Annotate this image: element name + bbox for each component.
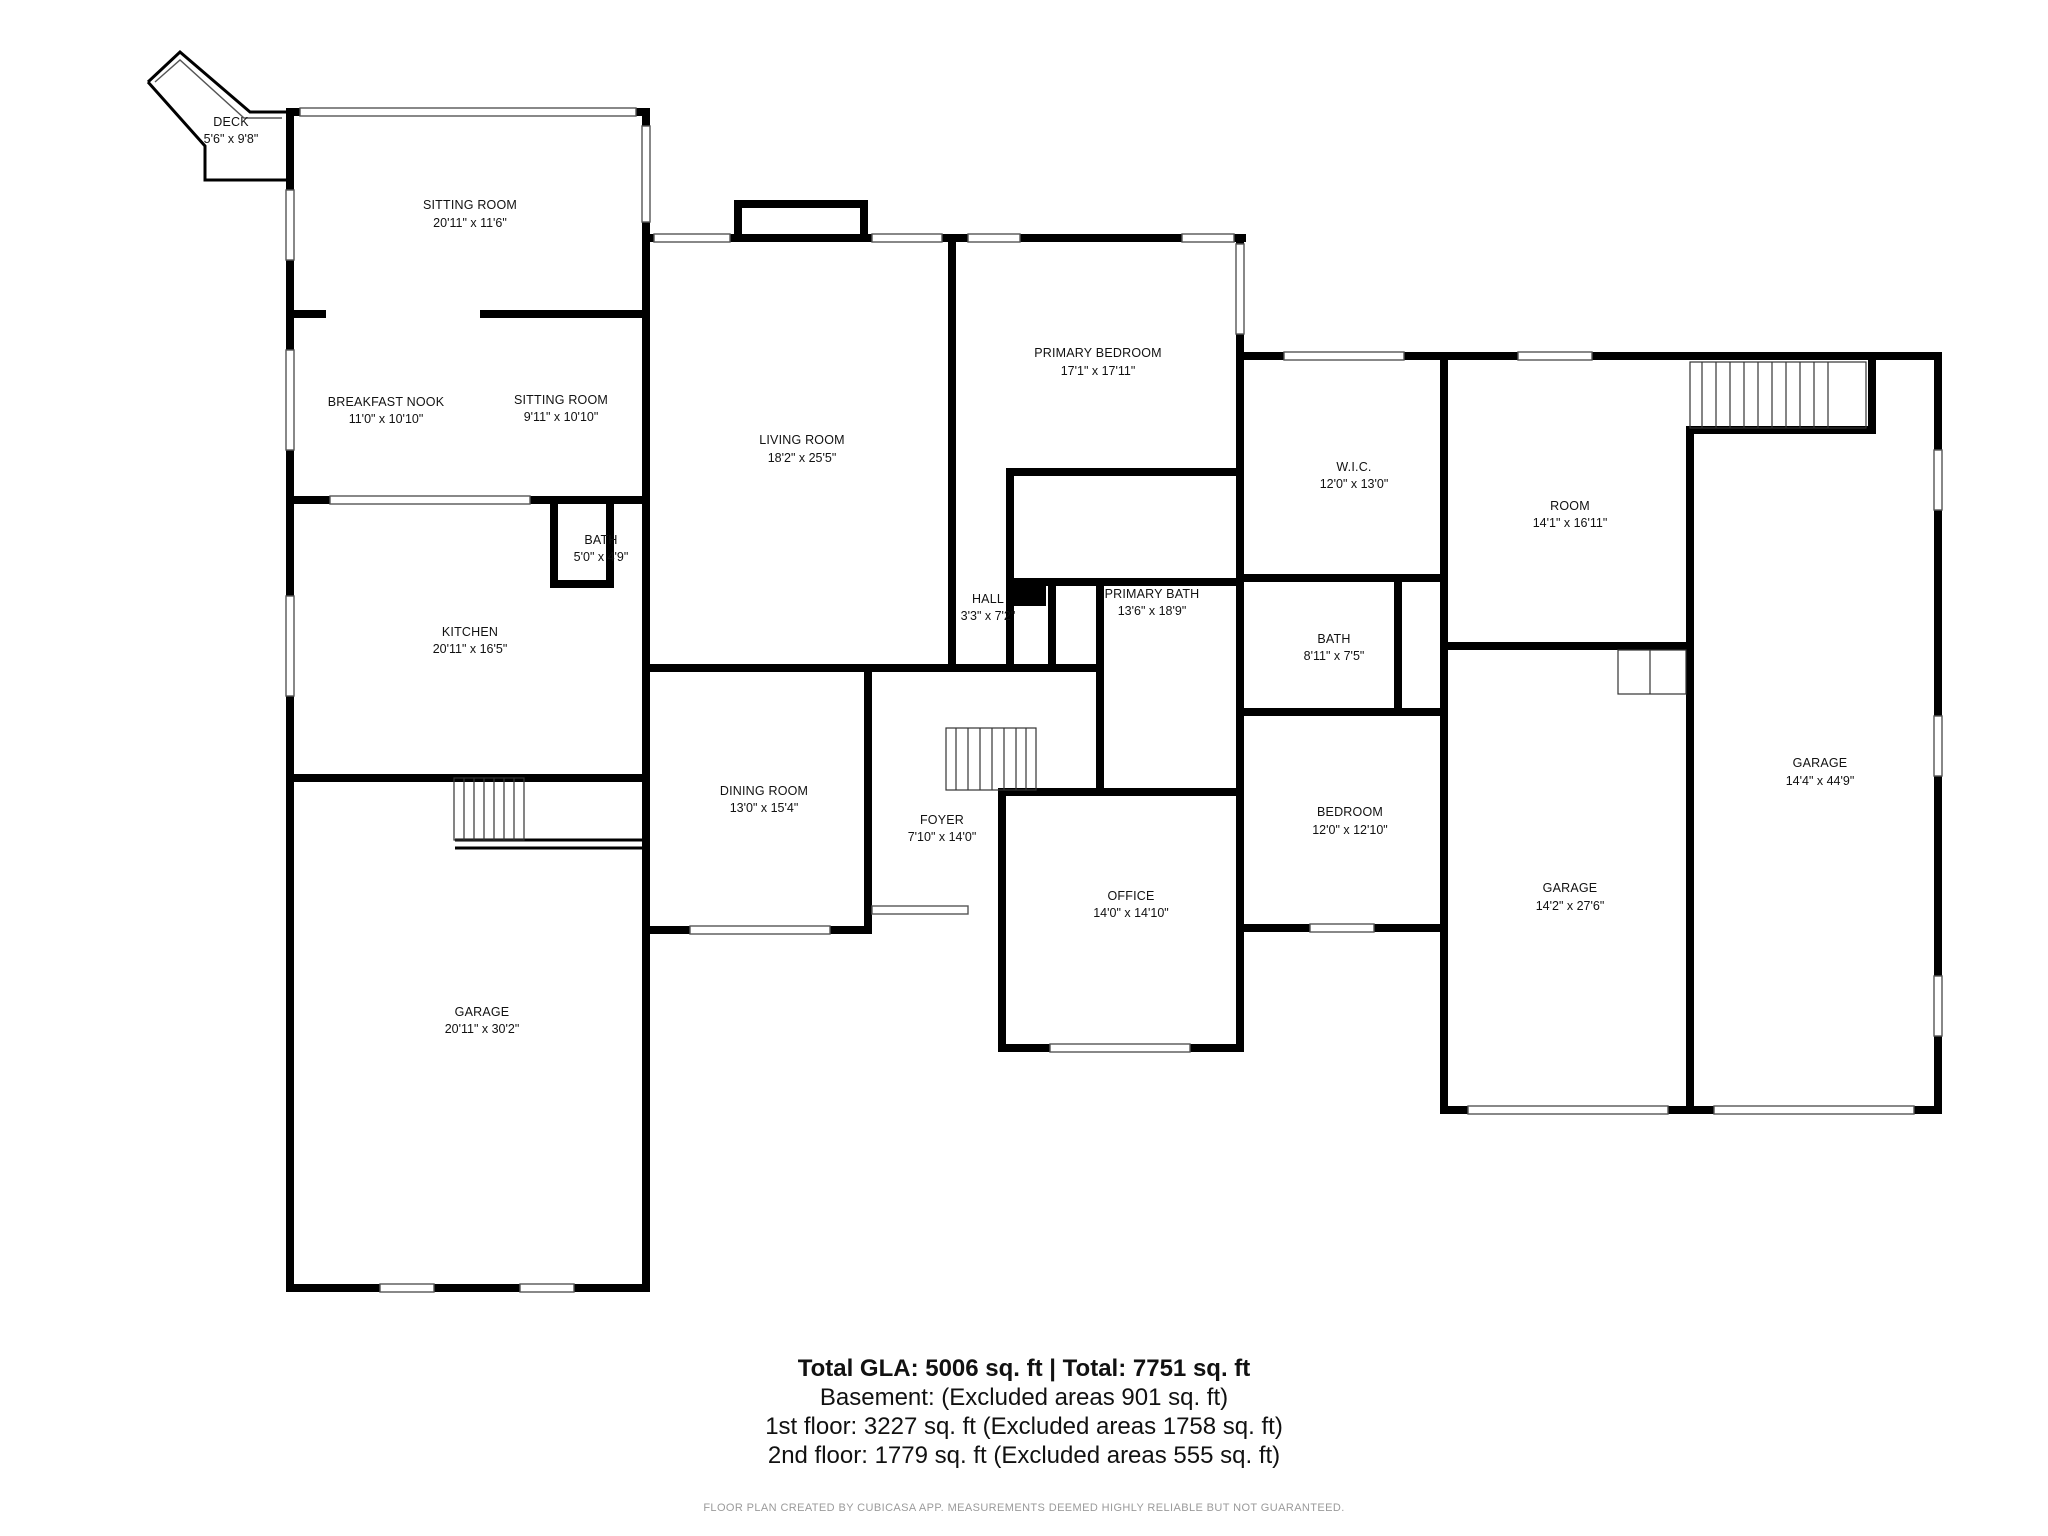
- room-label-dining-room: DINING ROOM 13'0" x 15'4": [720, 784, 808, 815]
- room-name: BATH: [1317, 632, 1350, 646]
- room-dims: 18'2" x 25'5": [768, 451, 837, 465]
- room-dims: 9'11" x 10'10": [524, 410, 599, 424]
- room-label-primary-bath: PRIMARY BATH 13'6" x 18'9": [1105, 587, 1200, 618]
- area-summary: Total GLA: 5006 sq. ft | Total: 7751 sq.…: [0, 1354, 2048, 1470]
- first-floor-area: 1st floor: 3227 sq. ft (Excluded areas 1…: [765, 1413, 1283, 1440]
- center-block-walls: [642, 200, 1246, 1052]
- room-label-garage-1: GARAGE 20'11" x 30'2": [445, 1005, 520, 1036]
- room-dims: 12'0" x 12'10": [1312, 823, 1388, 837]
- room-name: OFFICE: [1107, 889, 1154, 903]
- room-name: PRIMARY BATH: [1105, 587, 1200, 601]
- room-name: GARAGE: [1793, 756, 1848, 770]
- room-label-garage-2: GARAGE 14'2" x 27'6": [1536, 881, 1605, 913]
- room-name: KITCHEN: [442, 625, 498, 639]
- room-dims: 14'0" x 14'10": [1093, 906, 1169, 920]
- room-name: PRIMARY BEDROOM: [1034, 346, 1162, 360]
- room-label-breakfast-nook: BREAKFAST NOOK 11'0" x 10'10": [328, 395, 445, 426]
- west-wing-walls: [286, 108, 650, 784]
- room-dims: 8'11" x 7'5": [1304, 649, 1365, 663]
- room-label-bath-2: BATH 8'11" x 7'5": [1304, 632, 1365, 663]
- room-dims: 17'1" x 17'11": [1061, 364, 1136, 378]
- total-area: Total GLA: 5006 sq. ft | Total: 7751 sq.…: [797, 1355, 1251, 1382]
- room-name: DINING ROOM: [720, 784, 808, 798]
- stairs: [453, 361, 1867, 841]
- room-name: GARAGE: [1543, 881, 1598, 895]
- windows: [285, 107, 1943, 1293]
- room-label-hall: HALL 3'3" x 7'2": [961, 592, 1016, 623]
- room-name: BATH: [584, 533, 617, 547]
- basement-area: Basement: (Excluded areas 901 sq. ft): [819, 1384, 1229, 1411]
- room-dims: 20'11" x 16'5": [433, 642, 508, 656]
- second-floor-area: 2nd floor: 1779 sq. ft (Excluded areas 5…: [767, 1442, 1281, 1469]
- room-name: ROOM: [1550, 499, 1590, 513]
- room-label-office: OFFICE 14'0" x 14'10": [1093, 889, 1169, 920]
- room-dims: 14'4" x 44'9": [1786, 774, 1855, 788]
- room-label-living-room: LIVING ROOM 18'2" x 25'5": [759, 433, 845, 465]
- room-dims: 5'6" x 9'8": [204, 132, 259, 146]
- room-label-kitchen: KITCHEN 20'11" x 16'5": [433, 625, 508, 656]
- room-label-primary-bedroom: PRIMARY BEDROOM 17'1" x 17'11": [1034, 346, 1162, 378]
- room-label-bath-1: BATH 5'0" x 4'9": [574, 533, 629, 564]
- room-dims: 13'0" x 15'4": [730, 801, 799, 815]
- room-label-deck: DECK 5'6" x 9'8": [204, 115, 259, 146]
- room-label-foyer: FOYER 7'10" x 14'0": [908, 813, 977, 844]
- room-name: SITTING ROOM: [514, 393, 608, 407]
- room-label-garage-3: GARAGE 14'4" x 44'9": [1786, 756, 1855, 788]
- room-name: SITTING ROOM: [423, 198, 517, 212]
- room-dims: 3'3" x 7'2": [961, 609, 1016, 623]
- disclaimer: FLOOR PLAN CREATED BY CUBICASA APP. MEAS…: [703, 1502, 1345, 1514]
- room-name: LIVING ROOM: [759, 433, 845, 447]
- room-dims: 13'6" x 18'9": [1118, 604, 1187, 618]
- room-label-room: ROOM 14'1" x 16'11": [1533, 499, 1608, 530]
- room-dims: 20'11" x 30'2": [445, 1022, 520, 1036]
- room-label-sitting-room-2: SITTING ROOM 9'11" x 10'10": [514, 393, 608, 424]
- room-name: BREAKFAST NOOK: [328, 395, 445, 409]
- room-name: GARAGE: [455, 1005, 510, 1019]
- room-dims: 12'0" x 13'0": [1320, 477, 1389, 491]
- room-name: DECK: [213, 115, 249, 129]
- room-label-sitting-room-1: SITTING ROOM 20'11" x 11'6": [423, 198, 517, 230]
- room-name: BEDROOM: [1317, 805, 1383, 819]
- room-dims: 5'0" x 4'9": [574, 550, 629, 564]
- room-name: FOYER: [920, 813, 964, 827]
- room-dims: 14'2" x 27'6": [1536, 899, 1605, 913]
- room-dims: 14'1" x 16'11": [1533, 516, 1608, 530]
- room-name: HALL: [972, 592, 1004, 606]
- room-name: W.I.C.: [1336, 460, 1371, 474]
- west-garage-walls: [286, 774, 650, 1292]
- room-dims: 7'10" x 14'0": [908, 830, 977, 844]
- room-dims: 11'0" x 10'10": [349, 412, 424, 426]
- room-label-bedroom: BEDROOM 12'0" x 12'10": [1312, 805, 1388, 837]
- room-label-wic: W.I.C. 12'0" x 13'0": [1320, 460, 1389, 491]
- room-dims: 20'11" x 11'6": [433, 216, 507, 230]
